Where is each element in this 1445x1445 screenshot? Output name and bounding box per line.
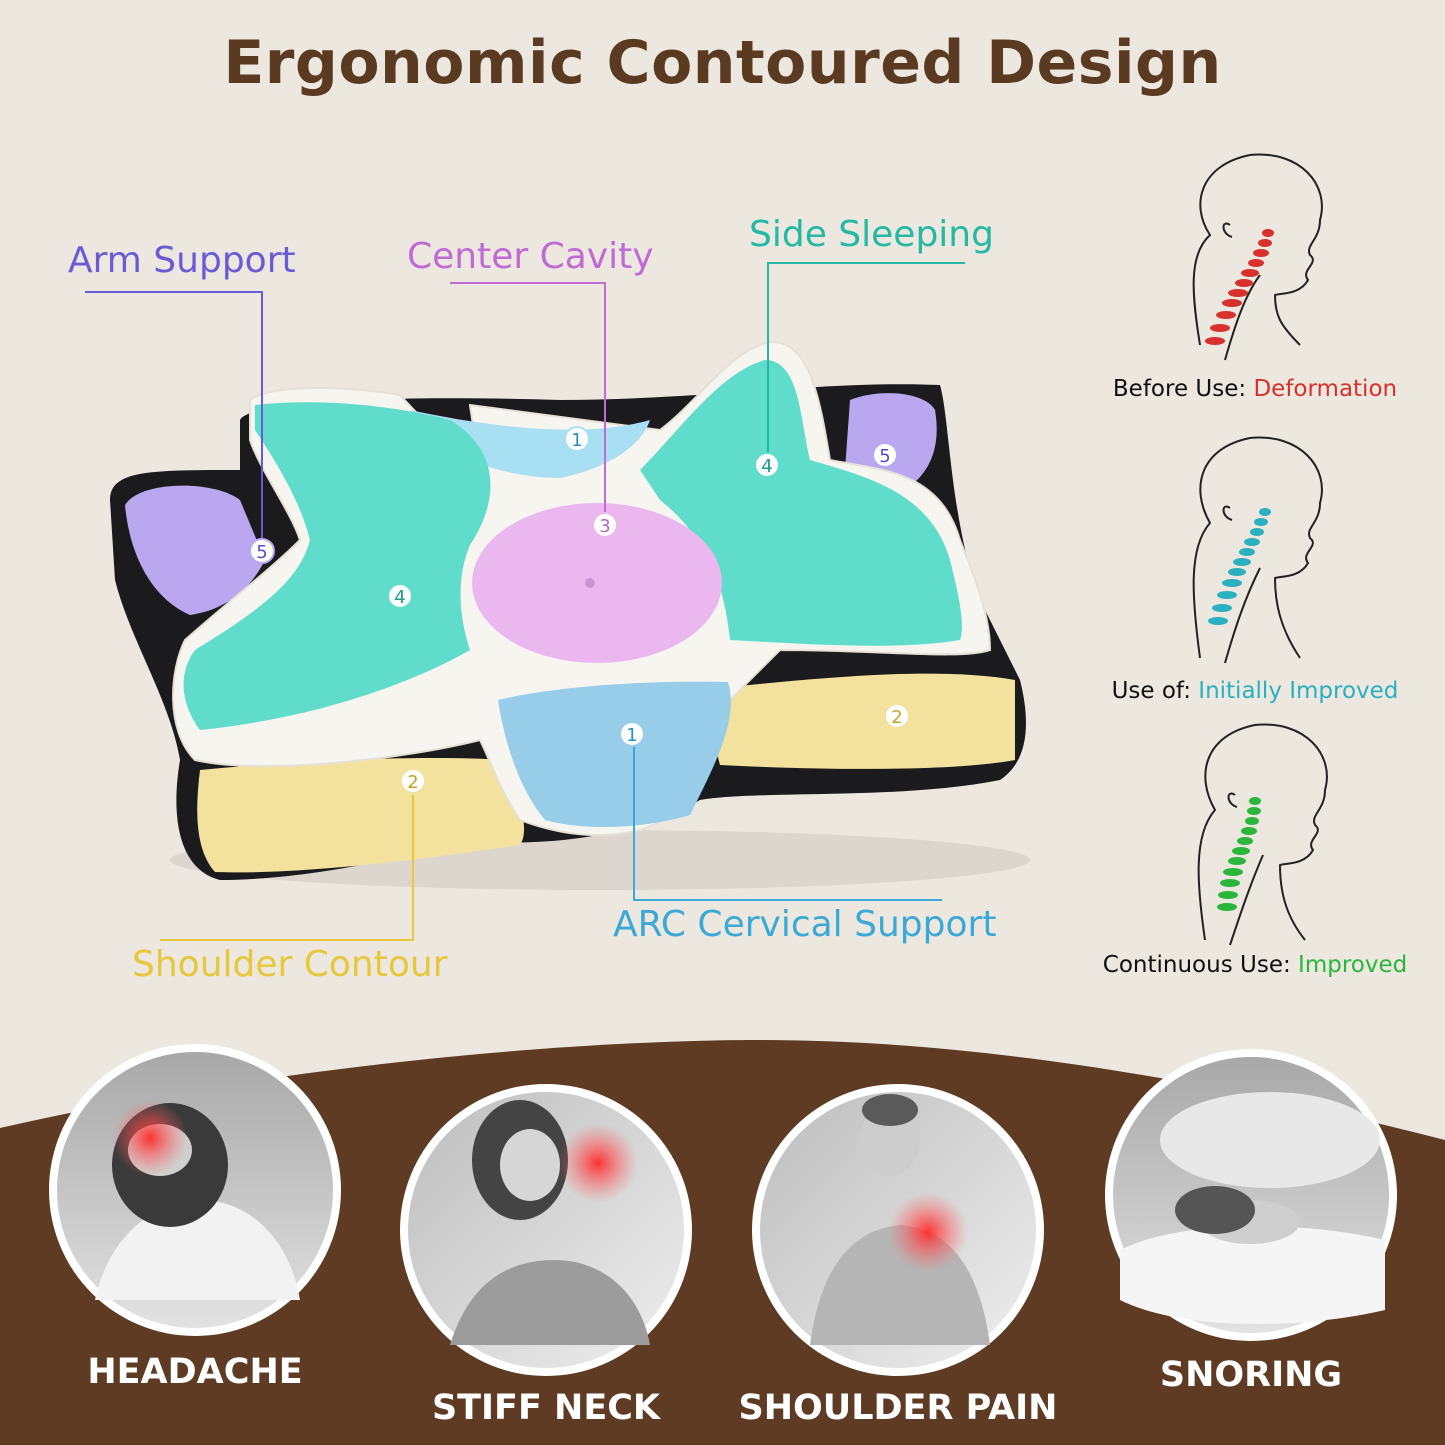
- spine-caption-before: Before Use: Deformation: [1075, 376, 1435, 402]
- zone-number: 1: [626, 725, 637, 746]
- zone-number: 3: [599, 516, 610, 537]
- arm-support-label: Arm Support: [68, 240, 296, 281]
- condition-label-snoring: SNORING: [1159, 1355, 1343, 1395]
- center-cavity-label: Center Cavity: [407, 236, 654, 277]
- zone-marker-1-front: 1: [619, 721, 645, 747]
- zone-marker-5-left: 5: [249, 538, 275, 564]
- spine-figure-before: [1192, 153, 1323, 361]
- shoulder-pain-photo: [752, 1084, 1044, 1376]
- arm-support-leader: [85, 291, 263, 540]
- shoulder-contour-leader: [160, 795, 414, 941]
- zone-number: 5: [256, 542, 267, 563]
- shoulder-contour-label: Shoulder Contour: [132, 944, 448, 985]
- stiff-neck-photo: [400, 1084, 692, 1376]
- center-cavity-leader: [450, 282, 606, 518]
- spine-status-improved: Improved: [1298, 952, 1408, 978]
- zone-marker-5-right: 5: [872, 442, 898, 468]
- snoring-photo: [1105, 1049, 1397, 1341]
- arc-cervical-support-label: ARC Cervical Support: [613, 904, 997, 945]
- spine-figure-use-of: [1192, 436, 1323, 664]
- zone-number: 2: [891, 707, 902, 728]
- spine-caption-prefix: Use of:: [1111, 678, 1199, 704]
- spine-caption-prefix: Continuous Use:: [1102, 952, 1299, 978]
- zone-number: 2: [407, 772, 418, 793]
- arc-cervical-leader: [633, 745, 942, 901]
- zone-number: 4: [394, 587, 405, 608]
- zone-number: 1: [571, 430, 582, 451]
- zone-number: 5: [879, 446, 890, 467]
- spine-status-initially-improved: Initially Improved: [1198, 678, 1399, 704]
- zone-marker-2-right: 2: [884, 703, 910, 729]
- side-sleeping-leader: [767, 262, 965, 455]
- headache-photo: [49, 1044, 341, 1336]
- spine-figure-continuous: [1197, 723, 1328, 946]
- page-title: Ergonomic Contoured Design: [223, 28, 1222, 98]
- zone-marker-1-top: 1: [564, 426, 590, 452]
- zone-marker-2-front: 2: [400, 768, 426, 794]
- zone-number: 4: [761, 456, 772, 477]
- spine-caption-use-of: Use of: Initially Improved: [1075, 678, 1435, 704]
- side-sleeping-label: Side Sleeping: [749, 214, 994, 255]
- spine-caption-prefix: Before Use:: [1112, 376, 1254, 402]
- condition-label-stiff-neck: STIFF NECK: [431, 1388, 661, 1428]
- zone-marker-3: 3: [592, 512, 618, 538]
- spine-caption-continuous: Continuous Use: Improved: [1075, 952, 1435, 978]
- zone-marker-4-left: 4: [387, 583, 413, 609]
- zone-marker-4-right: 4: [754, 452, 780, 478]
- spine-status-deformation: Deformation: [1253, 376, 1398, 402]
- condition-label-headache: HEADACHE: [87, 1352, 303, 1392]
- condition-label-shoulder-pain: SHOULDER PAIN: [738, 1388, 1058, 1428]
